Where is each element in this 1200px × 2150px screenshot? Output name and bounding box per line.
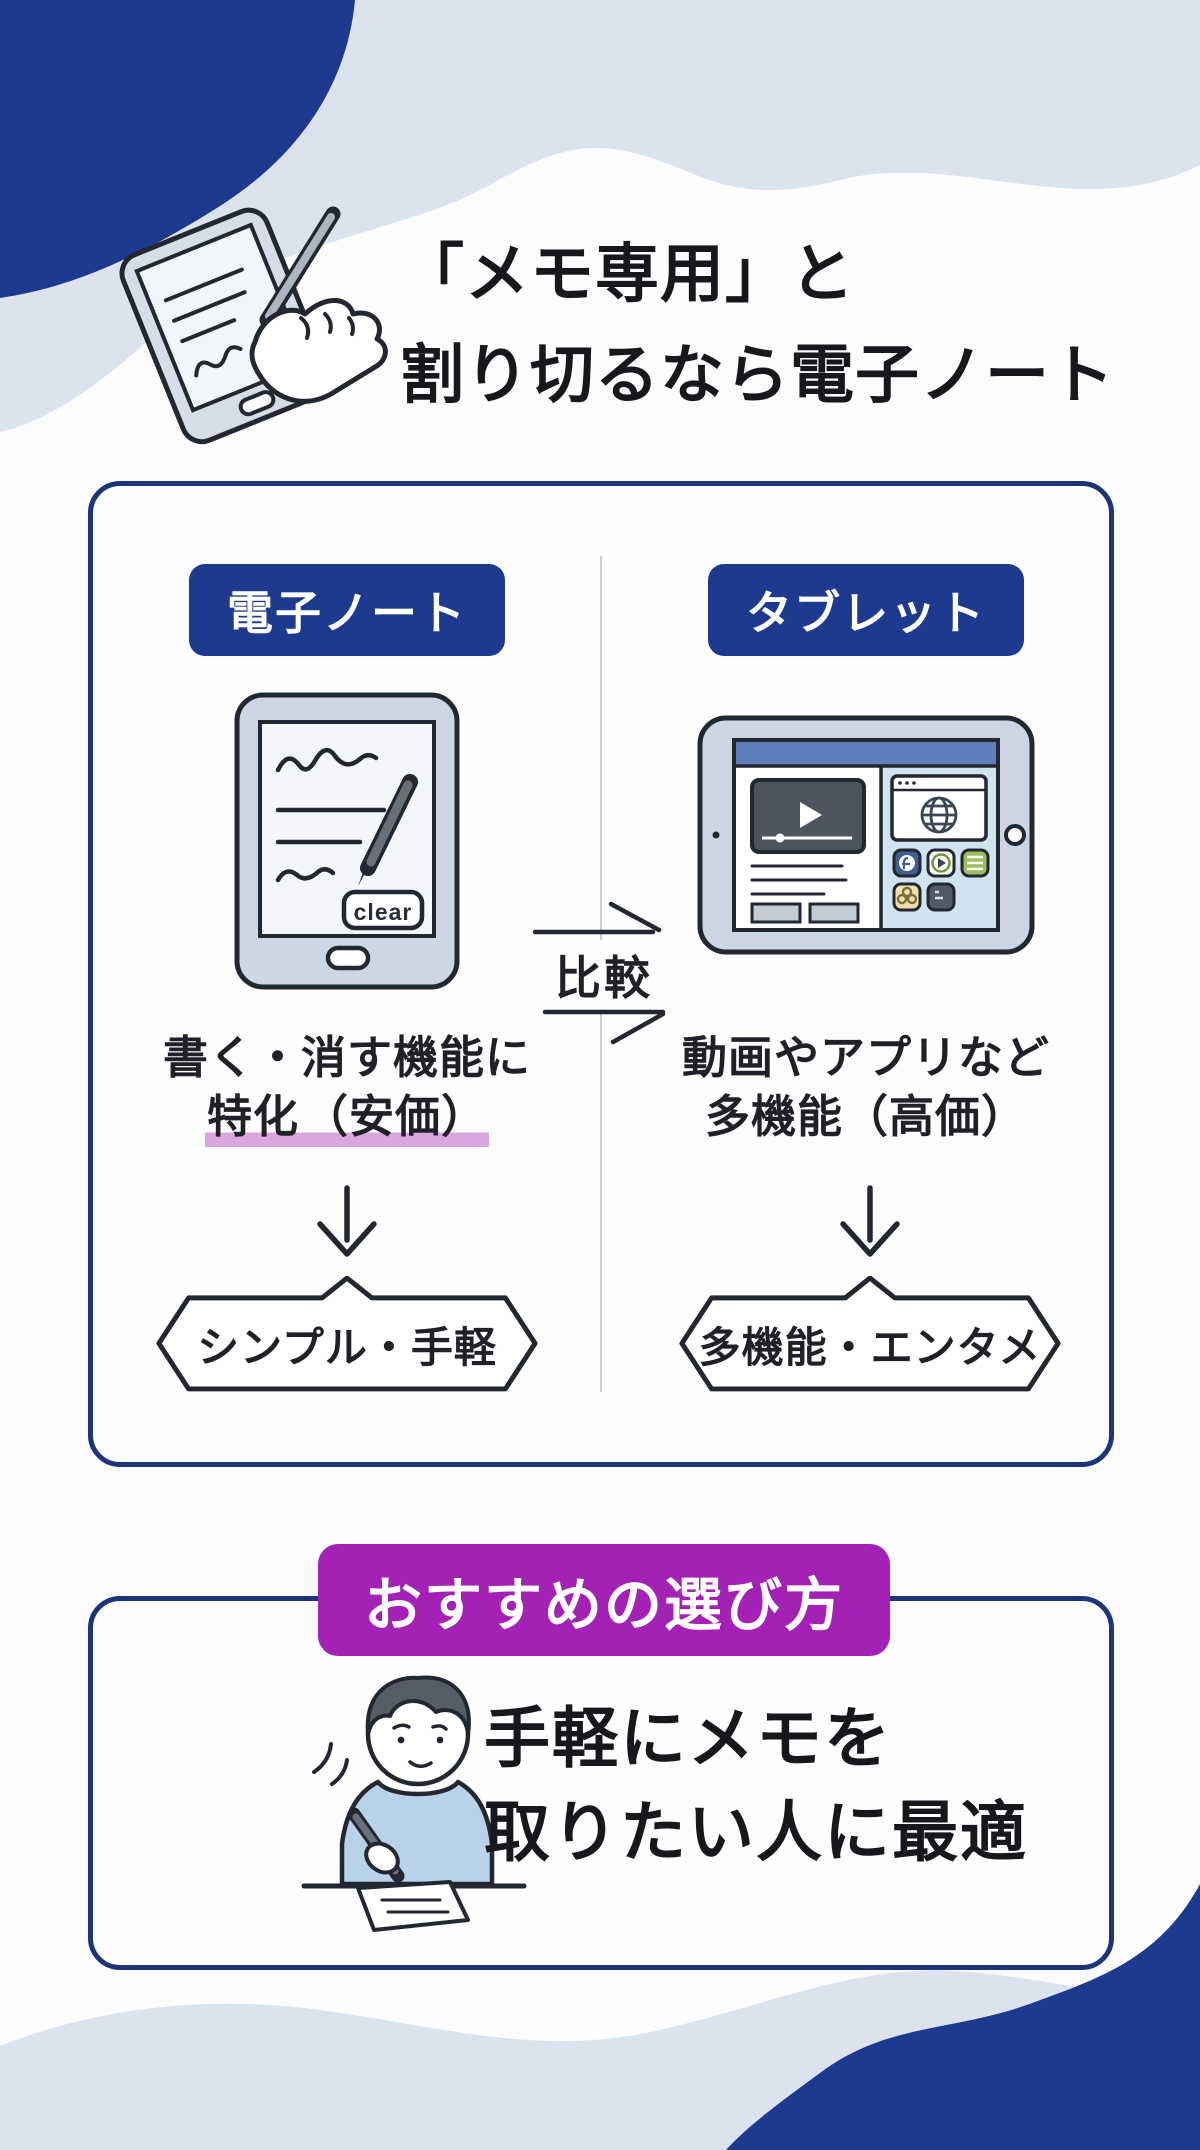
page-title: 「メモ専用」と 割り切るなら電子ノート [400,224,1115,426]
highlight-tokka: 特化 [204,1091,301,1148]
tablet-caption-line2: 多機能（高価） [704,1091,1028,1143]
recommendation-text: 手軽にメモを 取りたい人に最適 [484,1692,1028,1879]
utility-app-icon [926,882,956,912]
hand-writing-tablet-illustration [119,206,388,445]
compare-arrow-left [542,1009,666,1045]
clear-button-label: clear [353,898,413,925]
compare-label: 比較 [545,940,663,1010]
notes-app-icon [960,848,990,878]
highlight-anka: （安価） [300,1091,490,1148]
game-app-icon [892,882,922,912]
tablet-label-badge: タブレット [708,564,1024,656]
e-note-result-label: シンプル・手軽 [197,1323,497,1371]
tablet-device-illustration [697,715,1035,955]
video-app-icon [926,848,956,878]
social-app-icon [892,848,922,878]
recommendation-badge: おすすめの選び方 [317,1544,891,1656]
e-note-label-badge: 電子ノート [189,564,505,656]
person-writing-illustration [301,1675,527,1932]
e-note-pen-icon [358,774,418,886]
page-title-line1: 「メモ専用」と [400,238,855,310]
recommendation-text-line1: 手軽にメモを [484,1701,892,1775]
e-note-caption: 書く・消す機能に 特化（安価） [162,1028,532,1148]
tablet-result-banner [679,1276,1061,1392]
e-note-device-illustration [234,692,460,990]
page-title-line2: 割り切るなら電子ノート [400,339,1115,412]
clear-button [341,889,425,931]
tablet-caption-line1: 動画やアプリなど [681,1032,1051,1083]
globe-icon [920,796,958,834]
e-note-caption-line2: 特化（安価） [163,1087,531,1148]
e-note-result-banner [156,1276,538,1392]
browser-window-icon [890,774,988,842]
recommendation-text-line2: 取りたい人に最適 [484,1794,1028,1869]
tablet-caption: 動画やアプリなど 多機能（高価） [682,1028,1050,1147]
down-arrow-left [317,1185,377,1257]
video-player-icon [750,778,866,854]
hand-icon [249,298,388,404]
compare-arrow-right [532,901,662,935]
tablet-result-label: 多機能・エンタメ [698,1323,1042,1371]
down-arrow-right [840,1185,900,1257]
e-note-caption-line1: 書く・消す機能に [162,1032,532,1083]
